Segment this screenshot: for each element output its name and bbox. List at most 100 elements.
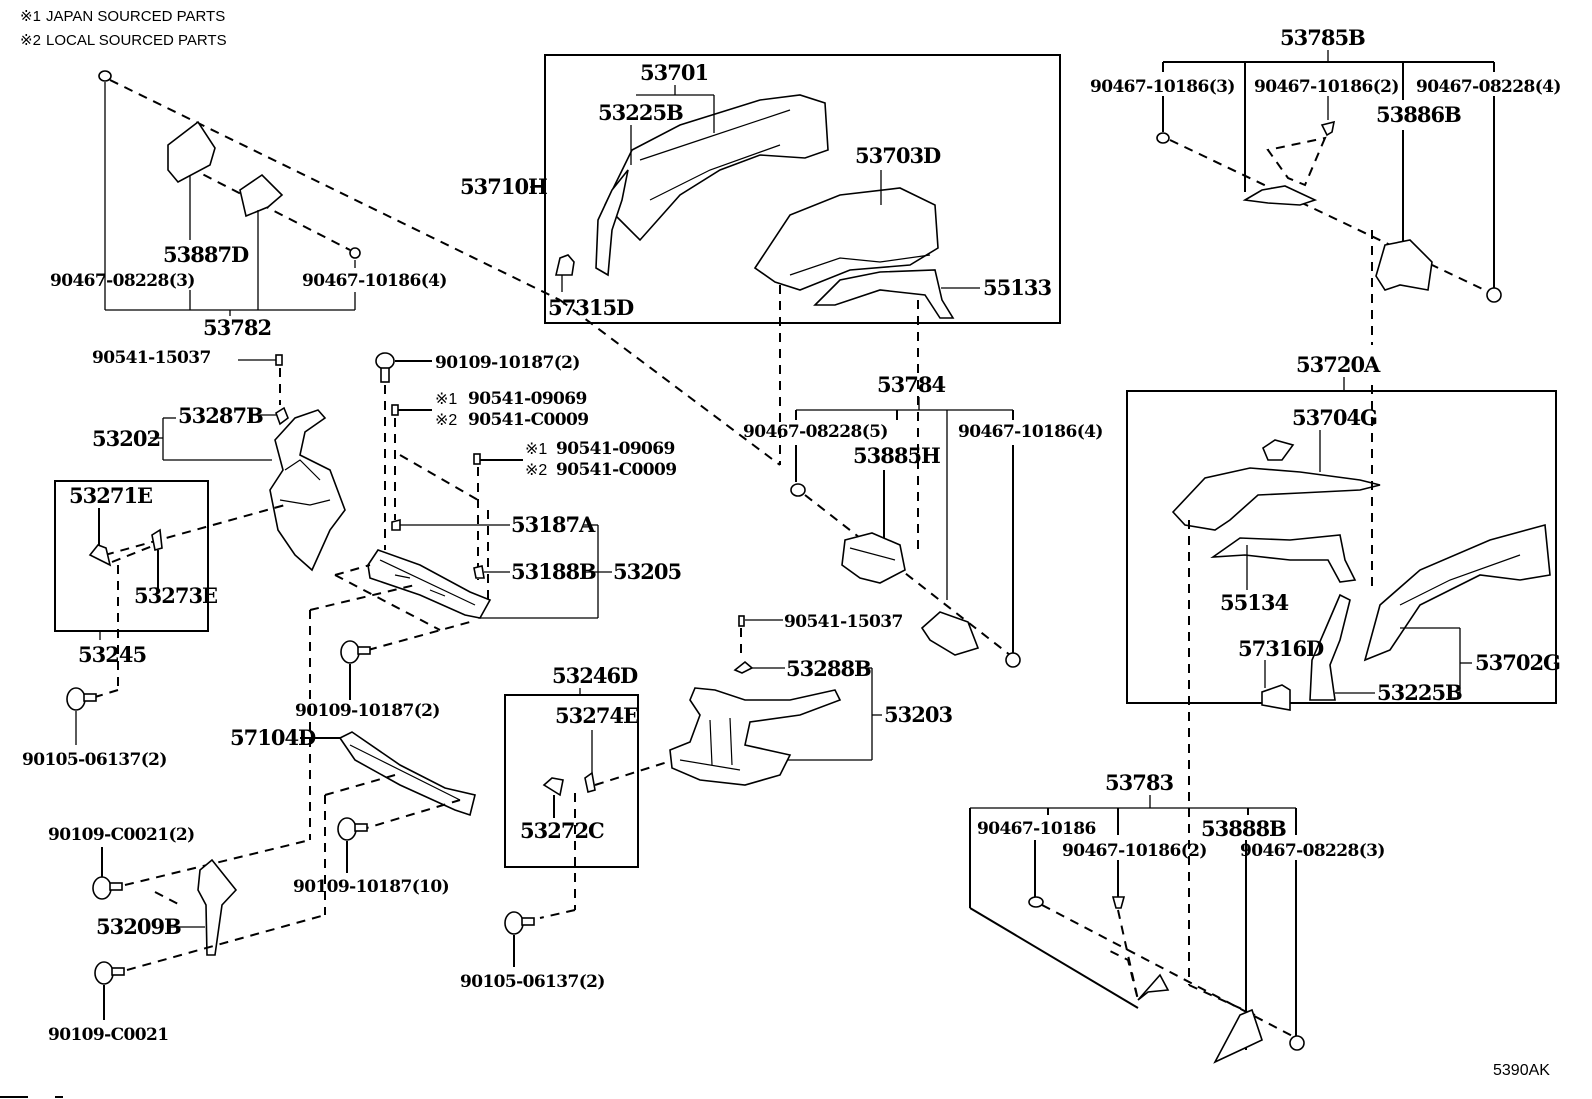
- part-label[interactable]: 90467-10186(3): [1090, 77, 1235, 97]
- clip-icon: [1320, 120, 1336, 137]
- assembly-label[interactable]: 53784: [877, 372, 946, 397]
- assembly-label[interactable]: 53245: [78, 642, 147, 667]
- part-label[interactable]: 55133: [983, 275, 1052, 300]
- bracket-53271e-icon: [88, 544, 112, 567]
- part-label[interactable]: 90467-10186(4): [302, 271, 447, 291]
- part-53209b: 90109-C0021(2) 53209B 90109-C0021: [48, 825, 326, 1045]
- apron-member-icon: [269, 409, 346, 572]
- diagram-code: 5390AK: [1493, 1062, 1550, 1079]
- assembly-label[interactable]: 53785B: [1280, 25, 1366, 50]
- part-label[interactable]: 53273E: [134, 583, 218, 608]
- part-label[interactable]: 90109-C0021: [48, 1025, 169, 1045]
- clip-icon: [391, 404, 399, 416]
- notes-legend: ※1 JAPAN SOURCED PARTS ※2 LOCAL SOURCED …: [20, 8, 227, 49]
- part-label[interactable]: 53886B: [1376, 102, 1462, 127]
- part-label[interactable]: 53271E: [69, 483, 153, 508]
- part-label[interactable]: 53287B: [178, 403, 264, 428]
- clip-icon: [1111, 896, 1126, 909]
- part-label[interactable]: 53702G: [1475, 650, 1561, 675]
- part-label[interactable]: 90467-08228(4): [1416, 77, 1561, 97]
- assembly-label[interactable]: 53710H: [460, 174, 548, 199]
- bracket-57315d-icon: [554, 254, 575, 276]
- part-label[interactable]: 90467-08228(3): [1240, 841, 1385, 861]
- part-label[interactable]: 55134: [1220, 590, 1289, 615]
- assembly-label[interactable]: 53782: [203, 315, 272, 340]
- part-label[interactable]: 53701: [640, 60, 709, 85]
- mark-2: ※2: [525, 462, 547, 479]
- group-box: [1126, 390, 1557, 704]
- part-57104d: 57104D: [230, 725, 476, 915]
- bracket-53886b-icon: [1375, 239, 1433, 291]
- bracket-53885h-icon: [841, 532, 906, 584]
- part-label[interactable]: 90467-10186(2): [1254, 77, 1399, 97]
- part-label[interactable]: 90541-15037: [92, 348, 211, 368]
- flange-bolt-icon: [92, 876, 112, 900]
- group-53245: 53271E 53273E 53245: [54, 480, 218, 698]
- nut-icon: [1486, 287, 1502, 303]
- part-label[interactable]: 90541-C0009: [556, 460, 677, 480]
- upper-member-icon: [1171, 467, 1381, 531]
- bolt-90109-10187-mid: 90109-10187(2): [295, 640, 440, 721]
- group-53710h: 53710H 53701 53225B 53703D 57315D 55133: [460, 54, 1061, 555]
- part-label[interactable]: 53187A: [511, 512, 597, 537]
- assembly-label[interactable]: 53783: [1105, 770, 1174, 795]
- part-label[interactable]: 90109-10187(2): [295, 701, 440, 721]
- bracket-57316d-icon: [1261, 684, 1291, 711]
- clip-53187a-icon: [391, 518, 401, 531]
- part-label[interactable]: 57316D: [1238, 636, 1325, 661]
- assembly-label[interactable]: 53246D: [552, 663, 639, 688]
- part-label[interactable]: 90541-09069: [556, 439, 675, 459]
- part-label[interactable]: 90541-15037: [784, 612, 903, 632]
- part-label[interactable]: 90467-10186(2): [1062, 841, 1207, 861]
- note-1-text: JAPAN SOURCED PARTS: [46, 8, 225, 25]
- part-label[interactable]: 90109-10187(2): [435, 353, 580, 373]
- flange-bolt-icon: [375, 352, 395, 370]
- part-label[interactable]: 90467-08228(5): [743, 422, 888, 442]
- extension-55133-icon: [813, 269, 955, 319]
- bolt-icon: [790, 483, 806, 497]
- group-53202: 90541-15037 53287B 53202: [92, 348, 346, 572]
- part-label[interactable]: 53209B: [96, 914, 182, 939]
- bolt-thread-icon: [521, 917, 535, 926]
- clip-53188b-icon: [473, 565, 485, 579]
- assembly-label[interactable]: 53205: [613, 559, 682, 584]
- screw-icon: [738, 615, 745, 627]
- bracket-53225b-icon: [1309, 593, 1351, 701]
- flange-bolt-icon: [66, 687, 86, 711]
- part-label[interactable]: 53888B: [1201, 816, 1287, 841]
- part-label[interactable]: 53703D: [855, 143, 942, 168]
- part-label[interactable]: 53288B: [786, 656, 872, 681]
- part-label[interactable]: 53704G: [1292, 405, 1378, 430]
- part-label[interactable]: 90467-10186(4): [958, 422, 1103, 442]
- bolt-90109-10187-10: 90109-10187(10): [293, 817, 450, 897]
- part-label[interactable]: 53225B: [598, 100, 684, 125]
- part-label[interactable]: 90467-10186: [977, 819, 1096, 839]
- assembly-label[interactable]: 53202: [92, 426, 161, 451]
- assembly-label[interactable]: 53720A: [1296, 352, 1382, 377]
- flange-bolt-icon: [337, 817, 357, 841]
- part-label[interactable]: 90109-C0021(2): [48, 825, 195, 845]
- bracket-53888b-icon: [1213, 1008, 1263, 1064]
- assembly-label[interactable]: 53203: [884, 702, 953, 727]
- part-label[interactable]: 53225B: [1377, 680, 1463, 705]
- part-label[interactable]: 90105-06137(2): [22, 750, 167, 770]
- part-label[interactable]: 53188B: [511, 559, 597, 584]
- group-53205: 90109-10187(2) ※1 90541-09069 ※2 90541-C…: [309, 352, 682, 840]
- bracket-icon: [1137, 973, 1170, 1001]
- group-53785b: 53785B 90467-10186(3) 90467-10186(2) 904…: [1090, 25, 1561, 345]
- part-label[interactable]: 57315D: [548, 295, 635, 320]
- part-label[interactable]: 53887D: [163, 242, 250, 267]
- part-label[interactable]: 90541-C0009: [468, 410, 589, 430]
- part-label[interactable]: 53885H: [853, 443, 941, 468]
- group-box: [504, 694, 639, 868]
- part-label[interactable]: 90467-08228(3): [50, 271, 195, 291]
- part-label[interactable]: 53272C: [520, 818, 605, 843]
- screw-icon: [275, 354, 283, 366]
- part-label[interactable]: 90541-09069: [468, 389, 587, 409]
- group-53783: 53783 90467-10186 90467-10186(2) 53888B …: [969, 770, 1385, 1064]
- part-label[interactable]: 53274E: [555, 703, 639, 728]
- part-label[interactable]: 90109-10187(10): [293, 877, 450, 897]
- part-label[interactable]: 90105-06137(2): [460, 972, 605, 992]
- clip-icon: [473, 453, 481, 465]
